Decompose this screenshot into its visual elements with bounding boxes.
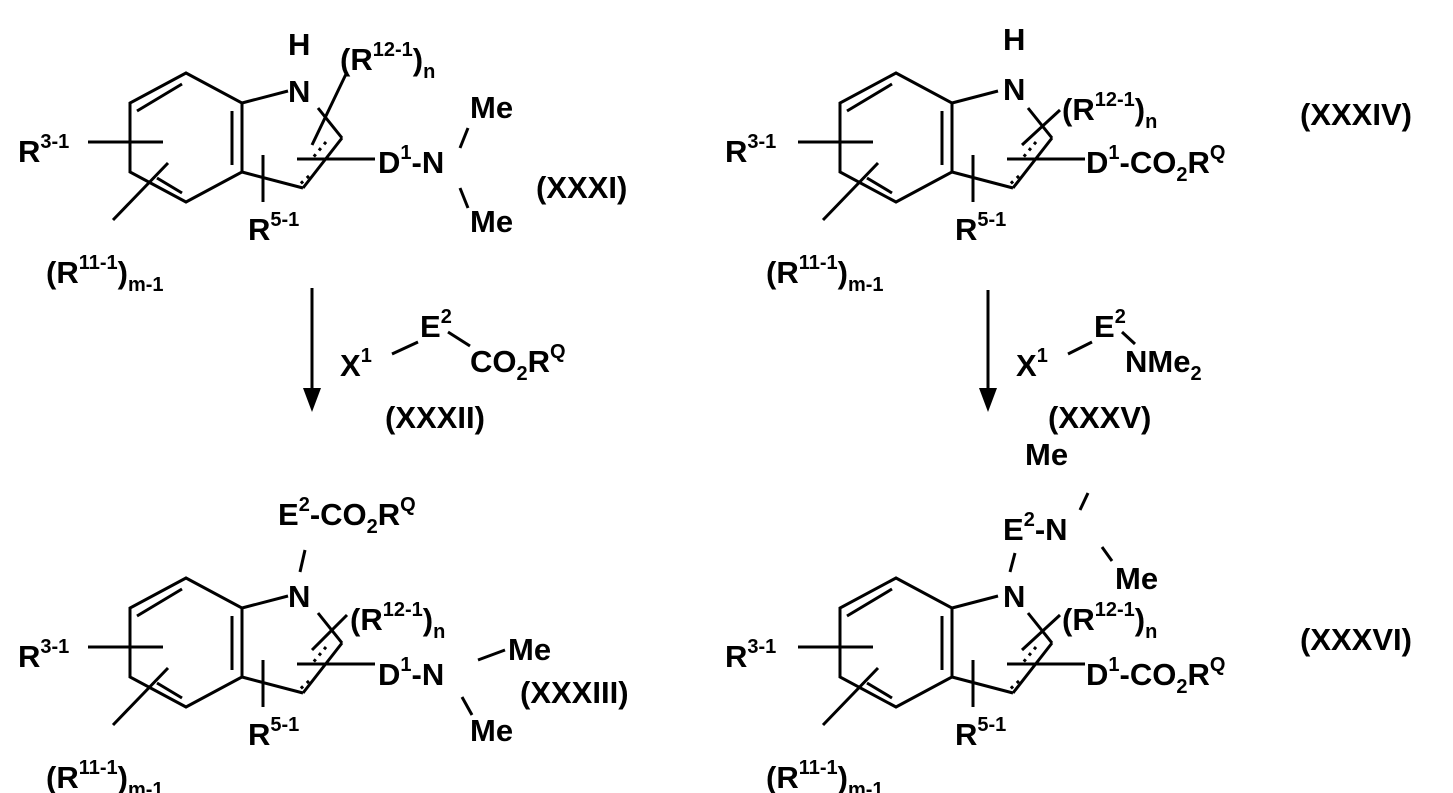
r12-bond [1022, 615, 1060, 650]
n-e2-bond [300, 550, 305, 572]
r12-bond [1022, 110, 1060, 145]
compound-label: (XXXI) [536, 170, 627, 205]
methyl-label: Me [470, 90, 513, 125]
indole-ring [88, 73, 375, 220]
r3-label: R3-1 [725, 131, 776, 169]
methyl-label: Me [508, 632, 551, 667]
compound-label: (XXXIV) [1300, 97, 1412, 132]
me-bond [460, 188, 468, 208]
n-atom: N [288, 74, 310, 109]
r11-label: (R11-1)m-1 [46, 757, 164, 793]
h-atom: H [1003, 22, 1025, 57]
reaction-arrow-right [979, 290, 997, 412]
r5-label: R5-1 [955, 714, 1006, 752]
n-atom: N [1003, 579, 1025, 614]
r3-label: R3-1 [18, 636, 69, 674]
reagent-xxxv: X1 E2 NMe2 (XXXV) [1016, 306, 1202, 435]
r11-label: (R11-1)m-1 [766, 757, 884, 793]
n-atom: N [1003, 72, 1025, 107]
r3-label: R3-1 [18, 131, 69, 169]
h-atom: H [288, 27, 310, 62]
e2-label: E2 [420, 306, 452, 344]
compound-label: (XXXII) [385, 400, 485, 435]
d1-label: D1-N [378, 142, 444, 180]
compound-label: (XXXIII) [520, 675, 629, 710]
methyl-label: Me [470, 204, 513, 239]
me-bond [1080, 493, 1088, 510]
r3-label: R3-1 [725, 636, 776, 674]
indole-ring [88, 578, 375, 725]
e2-n-label: E2-N [1003, 509, 1068, 547]
compound-label: (XXXV) [1048, 400, 1151, 435]
r11-label: (R11-1)m-1 [766, 252, 884, 296]
r12-label: (R12-1)n [350, 599, 445, 643]
reagent-xxxii: X1 E2 CO2RQ (XXXII) [340, 306, 566, 435]
me-bond [460, 128, 468, 148]
x1-label: X1 [1016, 345, 1048, 383]
x1-label: X1 [340, 345, 372, 383]
r5-label: R5-1 [955, 209, 1006, 247]
r12-label: (R12-1)n [340, 39, 435, 83]
nme2-label: NMe2 [1125, 344, 1202, 385]
r12-bond [312, 72, 347, 145]
d1-label: D1-N [378, 654, 444, 692]
methyl-label: Me [470, 713, 513, 748]
co2rq-label: CO2RQ [470, 341, 566, 385]
d1-co2rq-label: D1-CO2RQ [1086, 654, 1225, 698]
indole-ring [798, 73, 1085, 220]
e2-label: E2 [1094, 306, 1126, 344]
r5-label: R5-1 [248, 209, 299, 247]
r11-label: (R11-1)m-1 [46, 252, 164, 296]
e2-co2rq-label: E2-CO2RQ [278, 494, 416, 538]
compound-label: (XXXVI) [1300, 622, 1412, 657]
r12-label: (R12-1)n [1062, 599, 1157, 643]
methyl-label: Me [1025, 437, 1068, 472]
n-e2-bond [1010, 553, 1015, 572]
methyl-label: Me [1115, 561, 1158, 596]
me-bond [1102, 547, 1112, 561]
r5-label: R5-1 [248, 714, 299, 752]
compound-xxxiv: H N (R12-1)n R3-1 (R11-1)m-1 R5-1 D1-CO2… [725, 22, 1412, 296]
me-bond [478, 650, 505, 660]
compound-xxxvi: Me E2-N Me N (R12-1)n R3-1 (R11-1)m-1 R5… [725, 437, 1412, 793]
reaction-arrow-left [303, 288, 321, 412]
compound-xxxiii: E2-CO2RQ N (R12-1)n R3-1 (R11-1)m-1 R5-1… [18, 494, 629, 793]
indole-ring [798, 578, 1085, 725]
d1-co2rq-label: D1-CO2RQ [1086, 142, 1225, 186]
compound-xxxi: H N (R12-1)n R3-1 (R11-1)m-1 R5-1 D1-N M… [18, 27, 627, 296]
n-atom: N [288, 579, 310, 614]
r12-label: (R12-1)n [1062, 89, 1157, 133]
